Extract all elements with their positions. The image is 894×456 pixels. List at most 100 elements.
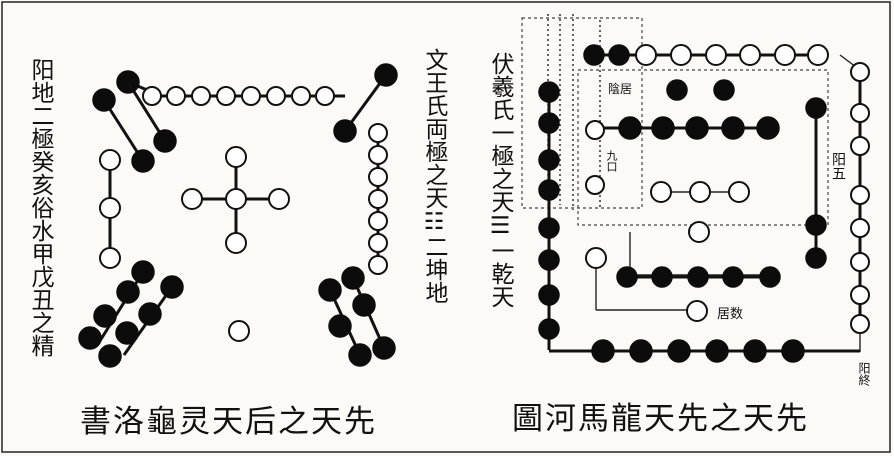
white-dot [166,86,186,106]
black-dot [591,339,615,363]
white-dot [315,86,335,106]
right-caption: 圖河馬龍天先之天先 [512,401,809,437]
black-dot [92,88,116,112]
black-dot [538,179,560,201]
white-dot [705,44,727,66]
white-dot [241,86,261,106]
black-dot [583,44,605,66]
white-dot [774,44,796,66]
white-dot [689,181,711,203]
label-jiu-kou: 九口 [605,150,618,172]
black-dot [666,79,688,101]
black-dot [616,266,638,288]
black-dot [805,214,827,236]
black-dot [538,112,560,134]
white-dot [228,320,250,342]
black-dot [98,344,122,368]
faded-region [521,17,643,209]
black-dot [333,119,357,143]
label-zhi-ji: 陰居 [608,82,633,96]
middle-vertical-text: 文王氏両極之天☷二坤地 [421,48,447,304]
luo-shu-diagram [78,63,398,368]
white-dot [142,86,162,106]
black-dot [538,318,560,340]
white-dot [216,86,236,106]
white-dot [635,44,657,66]
black-dot [348,343,372,367]
white-dot [850,185,870,205]
black-dot [743,339,767,363]
white-dot [368,167,388,187]
white-dot [670,44,692,66]
white-dot [368,211,388,231]
white-dot [850,218,870,238]
black-dot [352,293,376,317]
black-dot [722,266,744,288]
black-dot [153,129,177,153]
black-dot [805,97,827,119]
black-dot [131,260,155,284]
white-dot [728,181,750,203]
white-dot [850,252,870,272]
black-dot [618,116,642,140]
white-dot [850,285,870,305]
black-dot [721,116,745,140]
connector [102,99,145,162]
white-dot [225,232,247,254]
left-vertical-text: 阳地二極癸亥俗水甲戊丑之精 [27,58,53,357]
white-dot [585,247,607,269]
lower-right-black-group [318,266,396,367]
white-dot [368,255,388,275]
white-dot [739,44,761,66]
white-dot [585,120,605,140]
black-dot [538,81,560,103]
white-dot [850,103,870,123]
white-dot [99,247,121,269]
black-dot [538,149,560,171]
black-dot [781,339,805,363]
white-dot [688,221,710,243]
white-dot [585,175,605,195]
black-dot [651,116,675,140]
white-dot [650,181,672,203]
white-dot [99,149,121,171]
black-dot [756,116,780,140]
white-dot [850,314,870,334]
black-dot [78,326,102,350]
black-dot [805,247,827,269]
black-dot [538,217,560,239]
right-vertical-text: 伏羲氏一極之天☰一乾天 [487,52,513,308]
black-dot [608,44,630,66]
black-dot [685,116,709,140]
black-dot [713,79,735,101]
black-dot [705,339,729,363]
white-dot [850,62,870,82]
black-dot [629,339,653,363]
black-dot [374,63,398,87]
white-dot [225,188,247,210]
white-dot [225,146,247,168]
white-dot [191,86,211,106]
black-dot [131,149,155,173]
black-dot [115,321,139,345]
label-yang-wu: 阳五 [830,152,846,180]
black-dot [318,278,342,302]
black-dot [667,339,691,363]
black-dot [651,266,673,288]
he-tu-diagram [521,14,870,363]
black-dot [328,314,352,338]
white-dot [99,197,121,219]
white-dot [368,189,388,209]
black-dot [116,280,140,304]
lower-left-black-group [78,260,184,368]
white-dot [291,86,311,106]
black-dot [160,275,184,299]
black-dot [372,336,396,360]
white-dot [268,188,290,210]
black-dot [138,302,162,326]
white-dot [181,188,203,210]
white-dot [850,136,870,156]
black-dot [538,284,560,306]
white-dot [368,123,388,143]
